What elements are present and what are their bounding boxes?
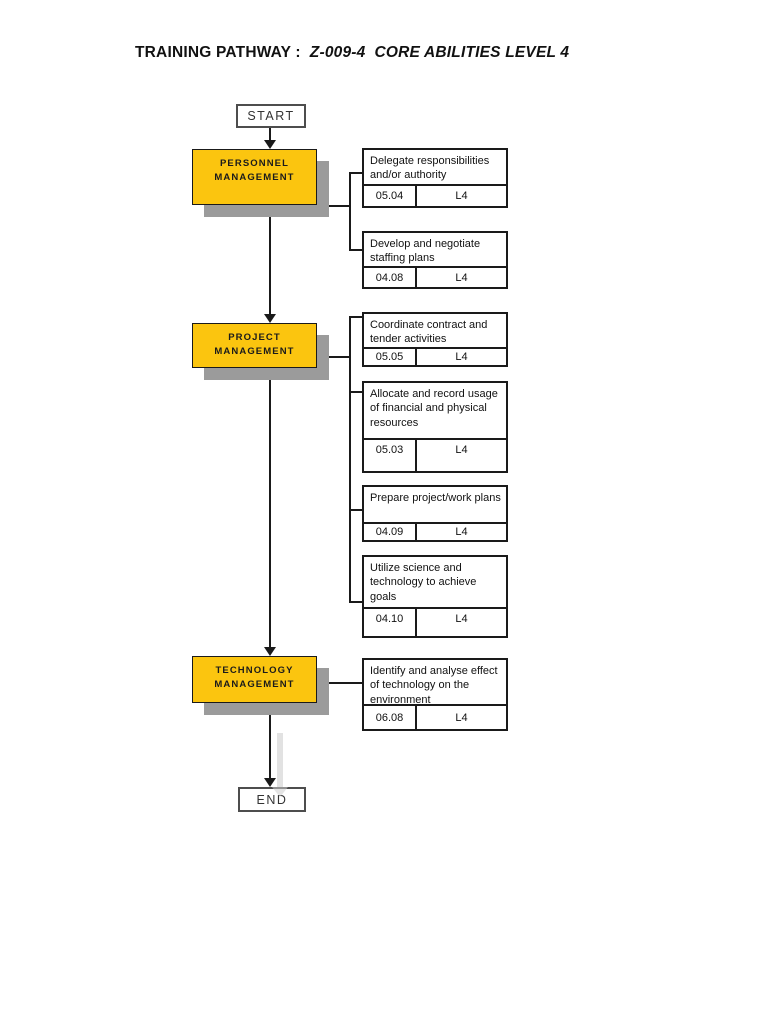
start-terminator: START — [236, 104, 306, 128]
task-code: 05.03 — [364, 440, 417, 471]
branch-project — [318, 356, 351, 358]
task-box-coordinate-contract: Coordinate contract and tender activitie… — [362, 312, 508, 367]
task-title: Prepare project/work plans — [370, 492, 501, 504]
task-level: L4 — [455, 526, 468, 538]
stub-task-0-0 — [351, 172, 362, 174]
page-title-code: Z-009-4 — [309, 44, 366, 61]
task-code: 04.08 — [364, 268, 417, 287]
branch-personnel — [318, 205, 351, 207]
node-label-line1: PROJECT — [228, 332, 281, 343]
task-title: Allocate and record usage of financial a… — [370, 388, 498, 429]
task-coderow: 04.09 L4 — [364, 522, 506, 540]
task-level: L4 — [455, 351, 468, 363]
task-title: Coordinate contract and tender activitie… — [370, 319, 488, 346]
page-title-rest: CORE ABILITIES LEVEL 4 — [374, 44, 570, 61]
task-box-develop-staffing-plans: Develop and negotiate staffing plans 04.… — [362, 231, 508, 289]
stub-task-1-3 — [351, 601, 362, 603]
arrowhead-technology — [264, 647, 276, 656]
stub-task-1-2 — [351, 509, 362, 511]
arrowhead-end — [264, 778, 276, 787]
task-box-delegate-responsibilities: Delegate responsibilities and/or authori… — [362, 148, 508, 208]
page-title-prefix: TRAINING PATHWAY : — [135, 44, 301, 61]
node-label-line1: TECHNOLOGY — [215, 665, 294, 676]
connector-personnel-to-project — [269, 204, 271, 315]
task-title: Utilize science and technology to achiev… — [370, 562, 477, 603]
node-label-line1: PERSONNEL — [219, 158, 290, 169]
node-technology-management: TECHNOLOGY MANAGEMENT — [192, 656, 317, 703]
task-code: 05.04 — [364, 186, 417, 206]
node-project-management: PROJECT MANAGEMENT — [192, 323, 317, 368]
trunk-project — [349, 316, 351, 603]
page-title: TRAINING PATHWAY : Z-009-4 CORE ABILITIES … — [135, 44, 569, 62]
trunk-personnel — [349, 172, 351, 251]
task-coderow: 05.03 L4 — [364, 438, 506, 471]
task-code: 04.10 — [364, 609, 417, 636]
task-level: L4 — [455, 711, 468, 724]
task-code: 06.08 — [364, 706, 417, 729]
branch-technology — [318, 682, 362, 684]
connector-technology-to-end — [269, 702, 271, 779]
connector-start-to-personnel — [269, 127, 271, 142]
task-box-utilize-science: Utilize science and technology to achiev… — [362, 555, 508, 638]
task-level: L4 — [455, 613, 468, 625]
task-coderow: 04.08 L4 — [364, 266, 506, 287]
stub-task-0-1 — [351, 249, 362, 251]
task-box-allocate-resources: Allocate and record usage of financial a… — [362, 381, 508, 473]
task-code: 05.05 — [364, 349, 417, 365]
task-box-identify-technology-effect: Identify and analyse effect of technolog… — [362, 658, 508, 731]
connector-project-to-technology — [269, 367, 271, 648]
task-title: Develop and negotiate staffing plans — [370, 238, 481, 265]
task-box-prepare-plans: Prepare project/work plans 04.09 L4 — [362, 485, 508, 542]
start-label: START — [247, 109, 295, 123]
node-label-line2: MANAGEMENT — [214, 172, 295, 184]
stub-task-1-1 — [351, 391, 362, 393]
watermark-ghost-arrowhead — [272, 787, 288, 797]
task-code: 04.09 — [364, 524, 417, 540]
task-title: Identify and analyse effect of technolog… — [370, 665, 498, 706]
task-title: Delegate responsibilities and/or authori… — [370, 155, 490, 182]
task-coderow: 04.10 L4 — [364, 607, 506, 636]
task-coderow: 05.04 L4 — [364, 184, 506, 206]
node-label-line2: MANAGEMENT — [214, 679, 295, 691]
arrowhead-personnel — [264, 140, 276, 149]
task-coderow: 05.05 L4 — [364, 347, 506, 365]
task-level: L4 — [455, 190, 468, 202]
node-personnel-management: PERSONNEL MANAGEMENT — [192, 149, 317, 205]
task-level: L4 — [455, 444, 468, 456]
node-label-line2: MANAGEMENT — [214, 346, 295, 358]
arrowhead-project — [264, 314, 276, 323]
task-level: L4 — [455, 271, 468, 284]
stub-task-1-0 — [351, 316, 362, 318]
task-coderow: 06.08 L4 — [364, 704, 506, 729]
watermark-streak — [277, 733, 283, 790]
